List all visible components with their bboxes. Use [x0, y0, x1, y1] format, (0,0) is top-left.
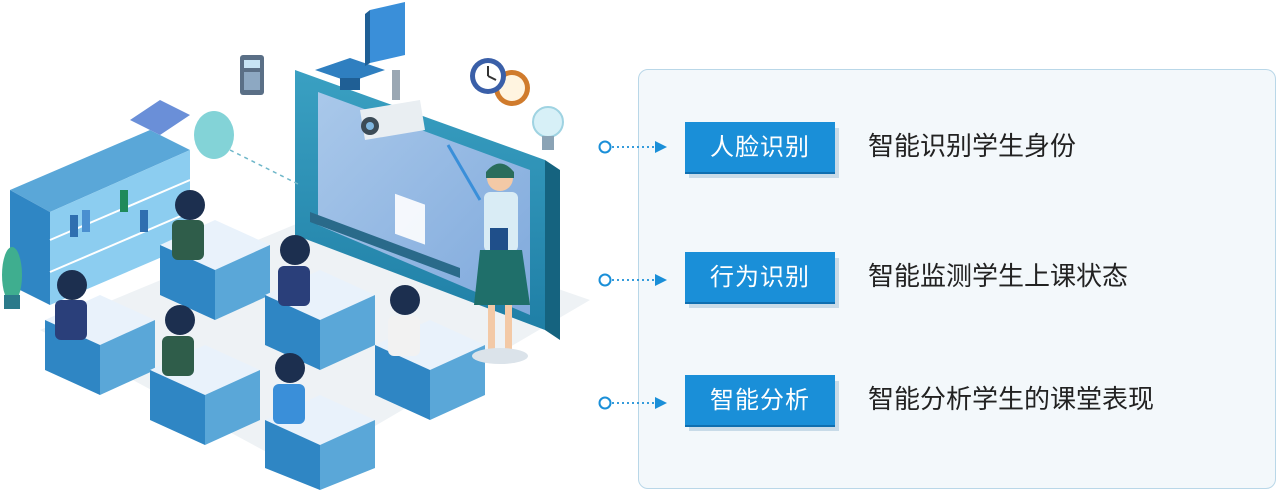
feature-row-behavior-recognition: 行为识别 智能监测学生上课状态: [685, 252, 1245, 312]
feature-tag: 行为识别: [685, 252, 841, 310]
graduation-cap-icon: [130, 100, 190, 135]
feature-description: 智能监测学生上课状态: [868, 262, 1129, 292]
feature-label: 人脸识别: [685, 122, 835, 172]
teacher-figure: [446, 144, 530, 364]
feature-description: 智能识别学生身份: [868, 132, 1077, 162]
feature-row-smart-analysis: 智能分析 智能分析学生的课堂表现: [685, 375, 1245, 435]
book-icon: [365, 2, 405, 66]
connector-arrow-3: [598, 396, 667, 410]
connector-arrow-1: [598, 140, 667, 154]
feature-description: 智能分析学生的课堂表现: [868, 385, 1155, 415]
clock-icon: [470, 58, 530, 106]
plant-icon: [2, 247, 22, 309]
feature-tag: 智能分析: [685, 375, 841, 433]
connector-arrow-2: [598, 273, 667, 287]
camera-icon: [360, 70, 425, 140]
hologram-disc: [194, 111, 234, 159]
calculator-icon: [240, 55, 264, 95]
light-bulb-icon: [532, 106, 564, 150]
feature-label: 行为识别: [685, 252, 835, 302]
feature-label: 智能分析: [685, 375, 835, 425]
classroom-illustration: [2, 2, 590, 490]
feature-tag: 人脸识别: [685, 122, 841, 180]
feature-row-face-recognition: 人脸识别 智能识别学生身份: [685, 122, 1245, 182]
students-desks: [45, 190, 485, 490]
